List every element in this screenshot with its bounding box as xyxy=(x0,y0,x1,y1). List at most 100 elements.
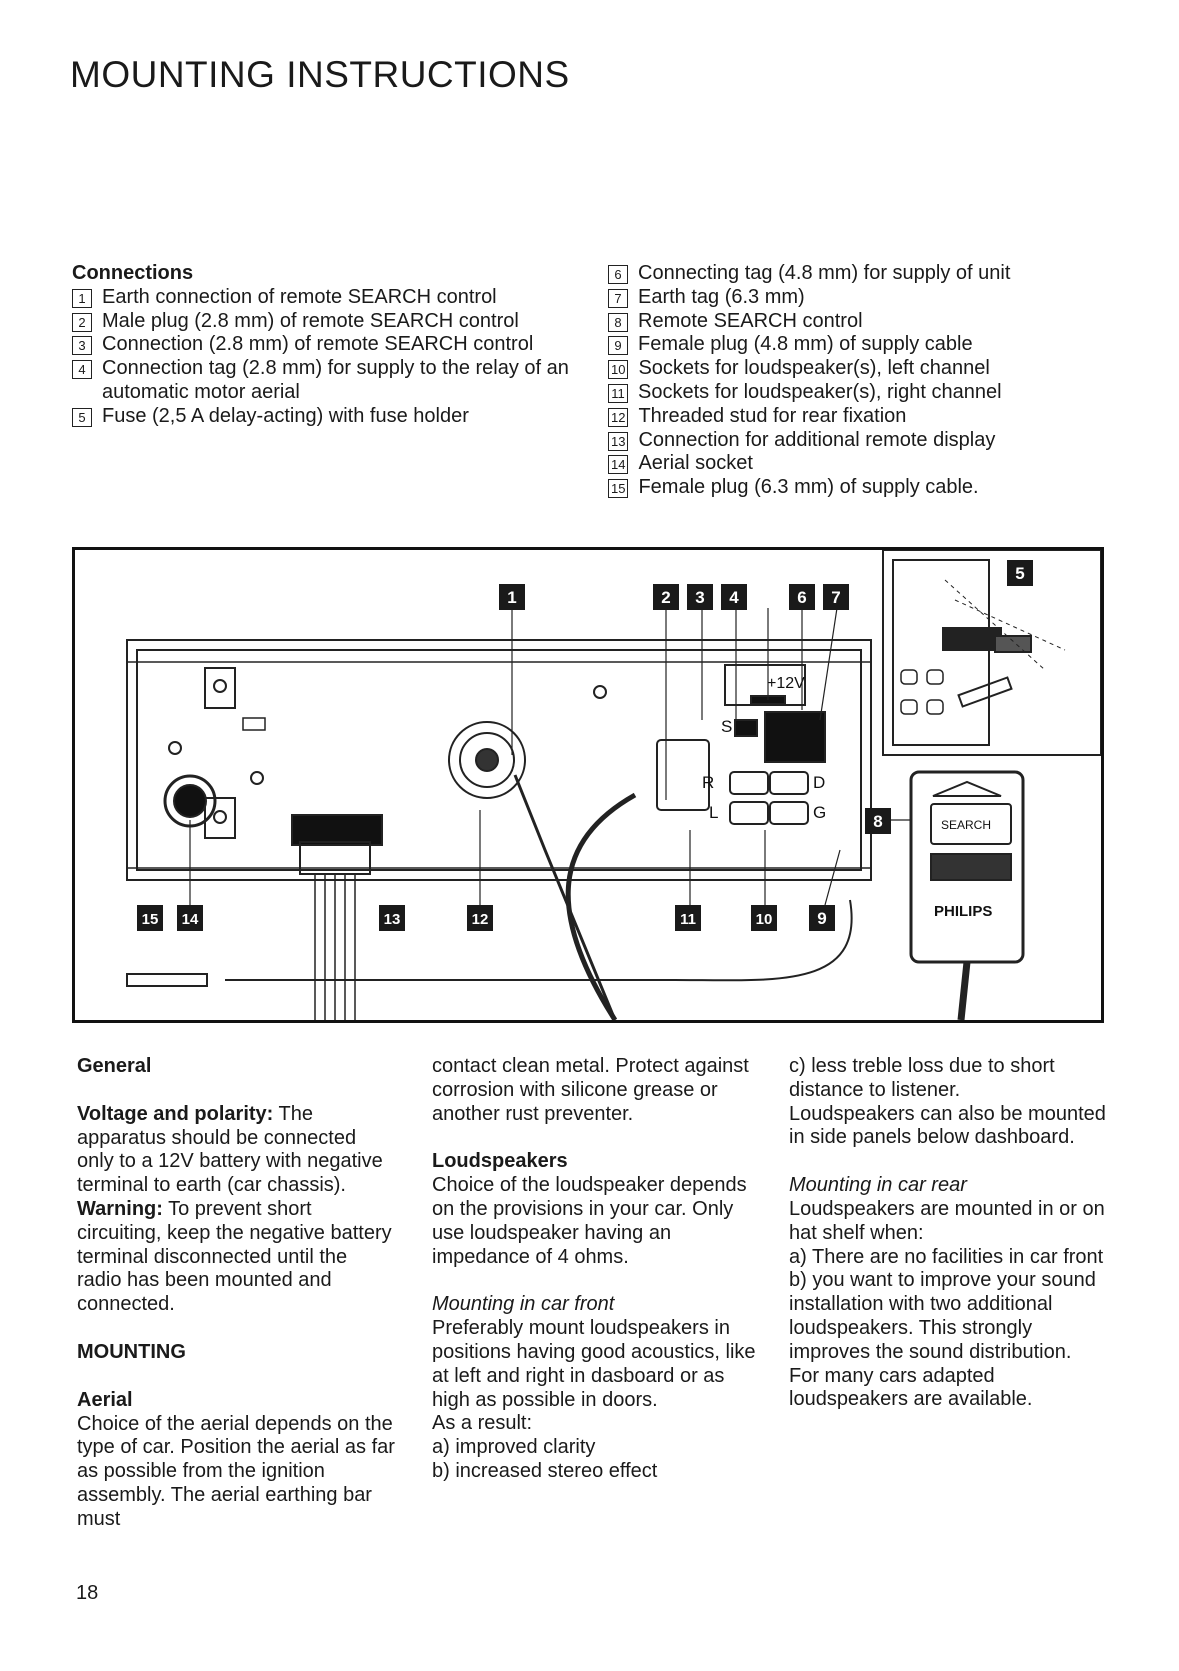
label-d: D xyxy=(813,773,825,792)
number-box: 10 xyxy=(608,360,629,380)
connection-item: 3 Connection (2.8 mm) of remote SEARCH co… xyxy=(72,333,572,357)
number-box: 1 xyxy=(72,288,92,308)
supply-connector xyxy=(764,711,826,763)
connection-text: Connection for additional remote display xyxy=(638,428,996,451)
connections-heading: Connections xyxy=(72,262,194,284)
front-result-b: b) increased stereo effect xyxy=(432,1459,658,1482)
voltage-label: Voltage and polarity: xyxy=(77,1102,274,1125)
connection-item: 1 Earth connection of remote SEARCH contr… xyxy=(72,286,572,310)
warning-label: Warning: xyxy=(77,1197,163,1220)
connection-text: Earth connection of remote SEARCH contro… xyxy=(102,285,497,308)
callout-box-13 xyxy=(379,905,405,931)
front-result-a: a) improved clarity xyxy=(432,1436,596,1459)
general-heading: General xyxy=(77,1055,152,1077)
callout-number-11: 11 xyxy=(680,911,696,928)
front-mounting-text: Preferably mount loudspeakers in positio… xyxy=(432,1317,756,1411)
connection-text: Connection (2.8 mm) of remote SEARCH con… xyxy=(102,333,534,356)
connection-text: Connecting tag (4.8 mm) for supply of un… xyxy=(638,262,1011,284)
loudspeakers-text: Choice of the loudspeaker depends on the… xyxy=(432,1174,747,1268)
voltage-text: The apparatus should be connected only t… xyxy=(77,1102,383,1197)
connection-text: Aerial socket xyxy=(638,452,753,475)
number-box: 3 xyxy=(72,336,92,356)
rear-condition-a: a) There are no facilities in car front xyxy=(789,1245,1104,1268)
front-result-c: c) less treble loss due to short distanc… xyxy=(789,1055,1055,1101)
cables xyxy=(126,774,853,1020)
label-l: L xyxy=(709,803,718,822)
callout-number-3: 3 xyxy=(695,588,704,607)
label-s: S xyxy=(721,717,732,736)
page-number: 18 xyxy=(76,1582,99,1604)
callout-box-2 xyxy=(653,584,679,610)
front-extra-text: Loudspeakers can also be mounted in side… xyxy=(789,1102,1106,1149)
connection-item: 10 Sockets for loudspeaker(s), left chann… xyxy=(608,357,1078,381)
aerial-text: Choice of the aerial depends on the type… xyxy=(77,1412,395,1530)
ribbed-grip xyxy=(930,853,1012,881)
warning-paragraph: Warning: To prevent short circuiting, ke… xyxy=(77,1198,397,1317)
callout-box-5 xyxy=(1007,560,1033,586)
text-column-3: c) less treble loss due to short distanc… xyxy=(789,1055,1109,1412)
connection-item: 13 Connection for additional remote displ… xyxy=(608,429,1078,453)
connection-text: Connection tag (2.8 mm) for supply to th… xyxy=(102,357,569,403)
aerial-heading: Aerial xyxy=(77,1388,133,1411)
callout-box-11 xyxy=(675,905,701,931)
aerial-continued-text: contact clean metal. Protect against cor… xyxy=(432,1055,749,1125)
callout-number-2: 2 xyxy=(661,588,670,607)
number-box: 2 xyxy=(72,312,92,332)
text-column-2: contact clean metal. Protect against cor… xyxy=(432,1055,762,1484)
rear-mounting-text: Loudspeakers are mounted in or on hat sh… xyxy=(789,1197,1105,1244)
callout-box-14 xyxy=(177,905,203,931)
page-title: MOUNTING INSTRUCTIONS xyxy=(70,54,570,95)
remote-search-control: SEARCH PHILIPS xyxy=(909,770,1025,1020)
callout-box-7 xyxy=(823,584,849,610)
callout-box-8 xyxy=(865,808,891,834)
callout-box-12 xyxy=(467,905,493,931)
screw-icon xyxy=(168,741,182,755)
screw-icon xyxy=(213,810,227,824)
connection-text: Female plug (4.8 mm) of supply cable xyxy=(638,333,973,356)
search-button-label: SEARCH xyxy=(941,818,991,832)
number-box: 13 xyxy=(608,431,629,451)
number-box: 8 xyxy=(608,312,628,332)
connection-item: 15 Female plug (6.3 mm) of supply cable. xyxy=(608,476,1078,500)
mounting-heading: MOUNTING xyxy=(77,1340,186,1363)
connection-text: Sockets for loudspeaker(s), left channel xyxy=(638,357,990,380)
callout-number-13: 13 xyxy=(384,911,401,928)
rear-extra-text: For many cars adapted loudspeakers are a… xyxy=(789,1364,1033,1411)
connections-list-right: 6 Connecting tag (4.8 mm) for supply of u… xyxy=(608,262,1078,500)
callout-number-5: 5 xyxy=(1015,564,1024,583)
label-g: G xyxy=(813,803,826,822)
callout-box-15 xyxy=(137,905,163,931)
connection-text: Sockets for loudspeaker(s), right channe… xyxy=(638,380,1002,403)
voltage-paragraph: Voltage and polarity: The apparatus shou… xyxy=(77,1103,397,1198)
wiring-diagram: +12V S R L D G xyxy=(72,547,1104,1023)
front-result-label: As a result: xyxy=(432,1412,533,1435)
rear-mounting-heading: Mounting in car rear xyxy=(789,1174,967,1197)
connection-text: Threaded stud for rear fixation xyxy=(638,404,907,427)
label-r: R xyxy=(702,773,714,792)
number-box: 15 xyxy=(608,479,629,499)
callout-box-3 xyxy=(687,584,713,610)
connection-text: Remote SEARCH control xyxy=(638,309,863,332)
callout-number-1: 1 xyxy=(507,588,516,607)
supply-label: +12V xyxy=(767,675,805,692)
connection-text: Female plug (6.3 mm) of supply cable. xyxy=(638,476,979,499)
screw-icon xyxy=(593,685,607,699)
rear-condition-b: b) you want to improve your sound instal… xyxy=(789,1269,1096,1363)
callout-number-9: 9 xyxy=(817,909,826,928)
callout-number-8: 8 xyxy=(873,812,882,831)
number-box: 5 xyxy=(72,407,92,427)
callout-number-15: 15 xyxy=(142,911,159,928)
callout-box-6 xyxy=(789,584,815,610)
number-box: 7 xyxy=(608,288,628,308)
callout-number-14: 14 xyxy=(182,911,199,928)
callout-number-4: 4 xyxy=(729,588,739,607)
number-box: 6 xyxy=(608,265,628,284)
loudspeakers-heading: Loudspeakers xyxy=(432,1150,568,1173)
callout-box-4 xyxy=(721,584,747,610)
